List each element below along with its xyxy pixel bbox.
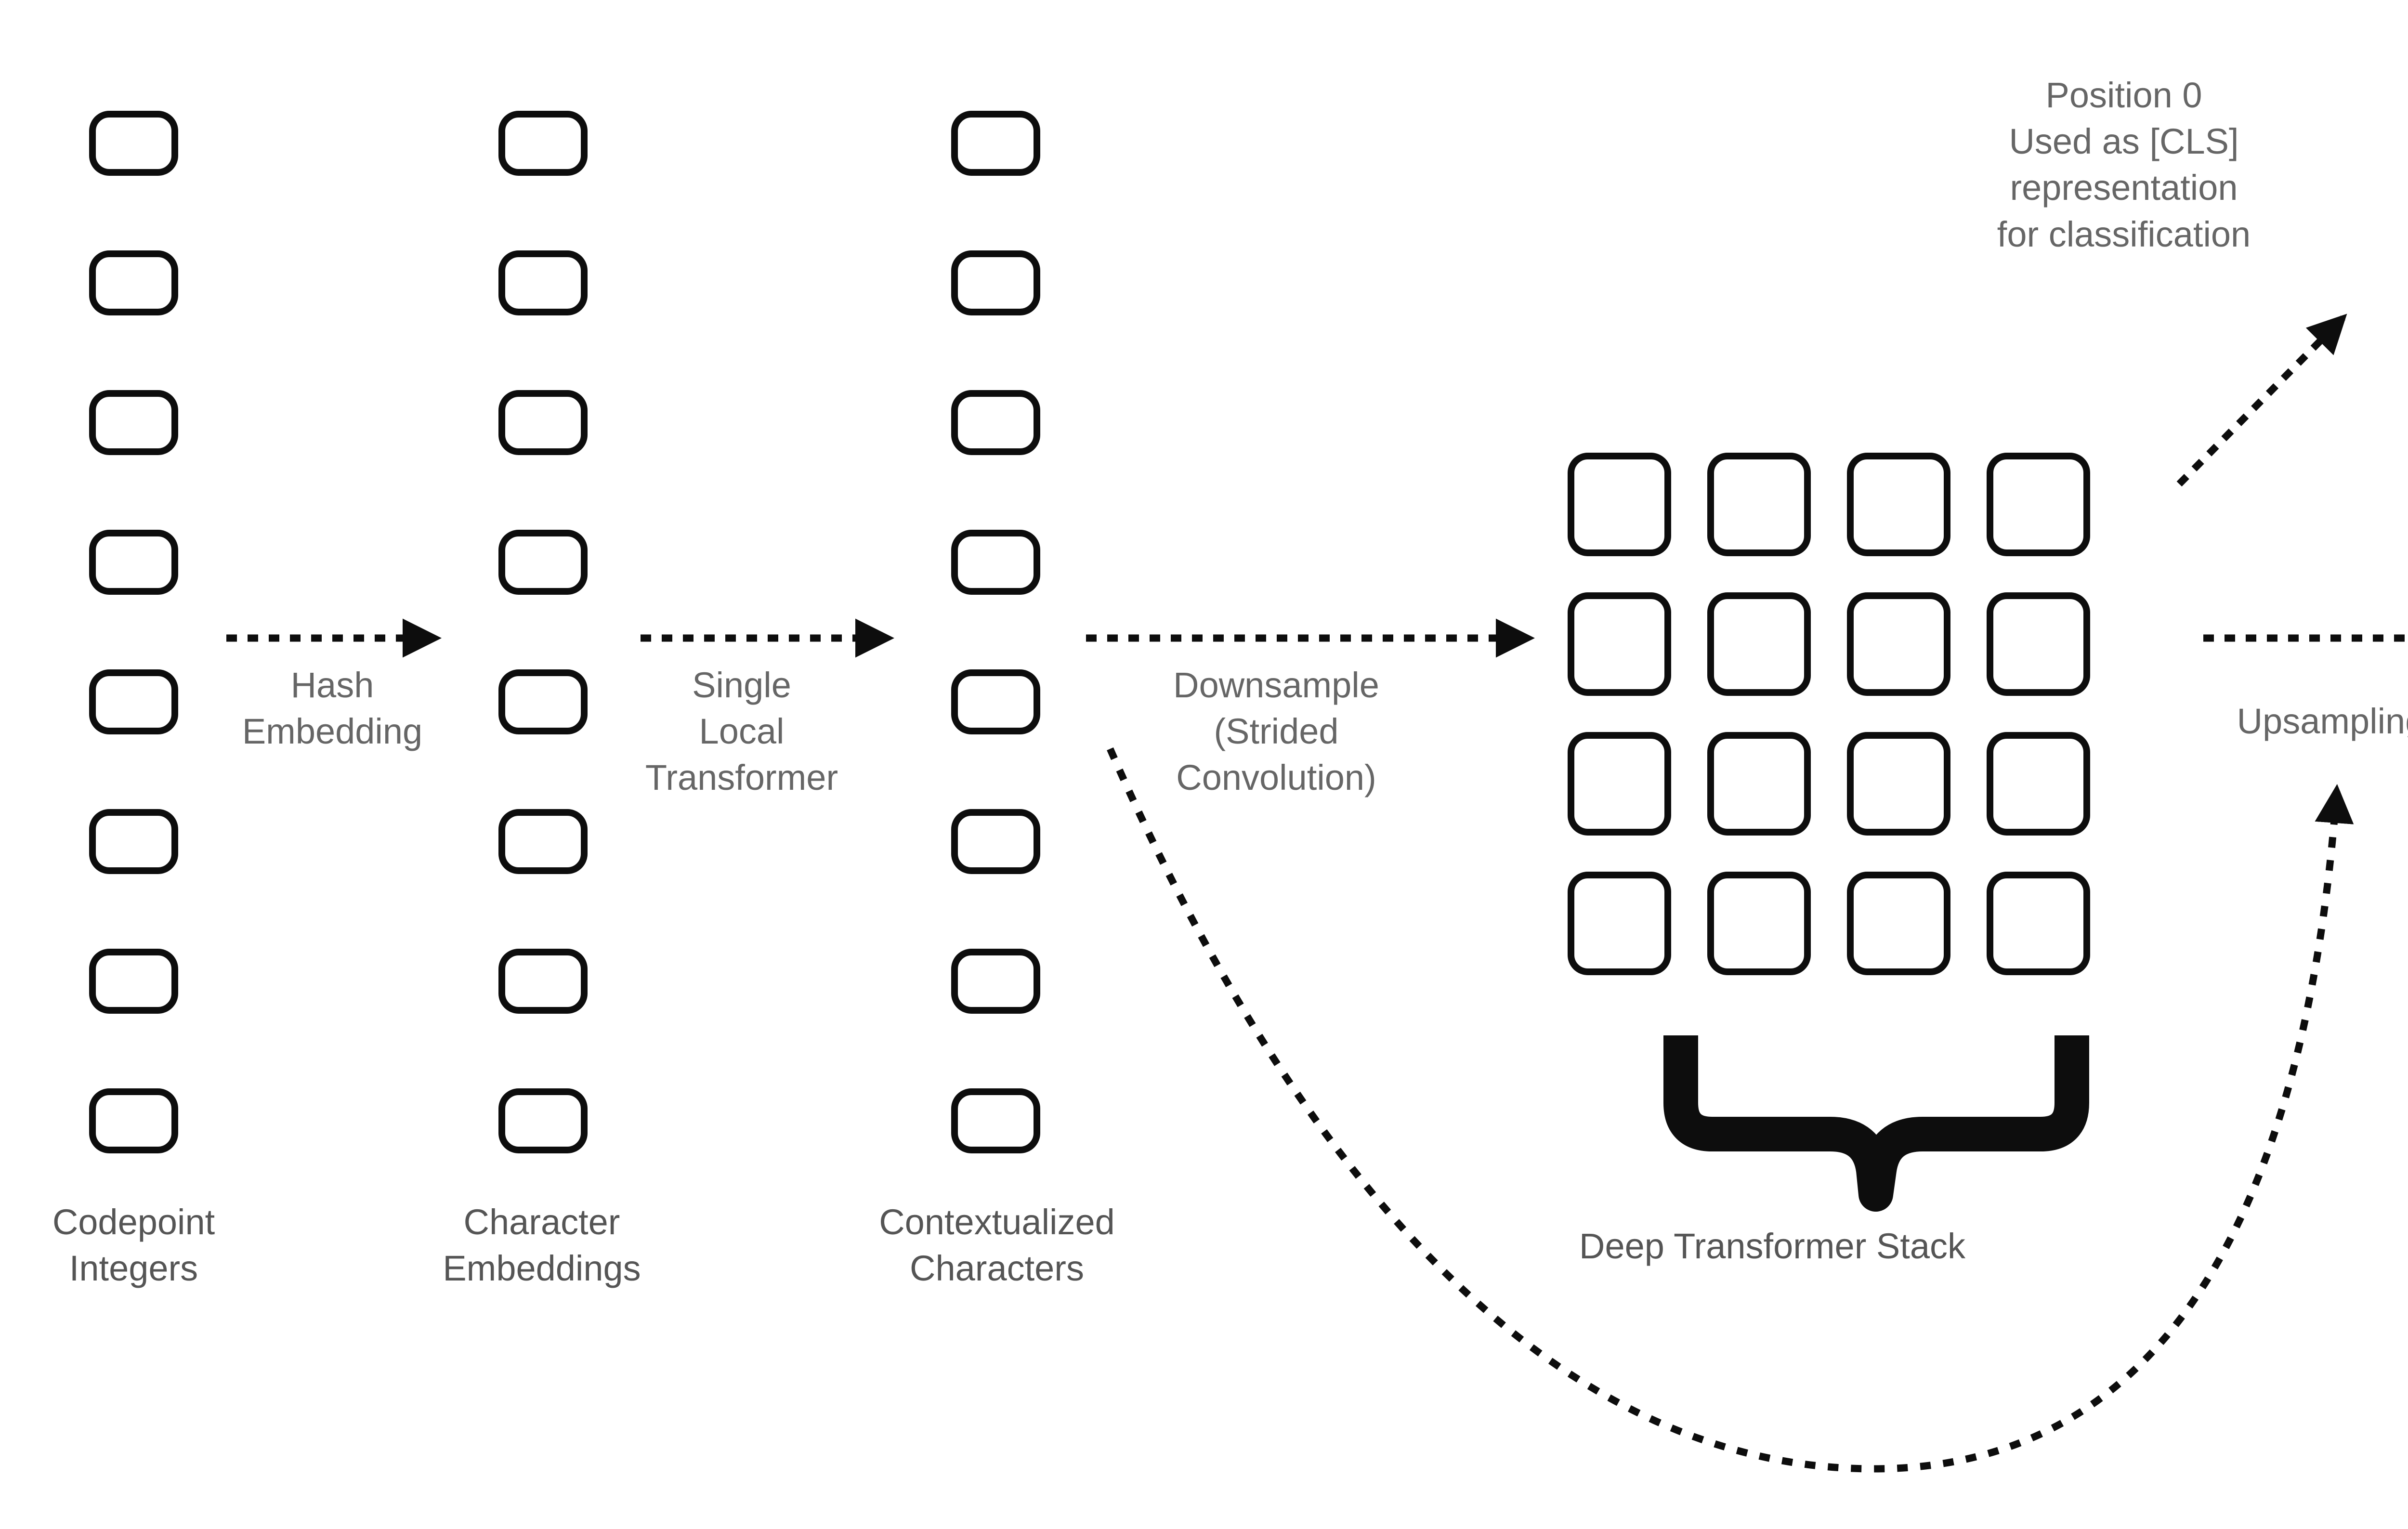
token-box xyxy=(951,949,1040,1014)
token-box xyxy=(951,390,1040,455)
token-box xyxy=(89,1088,178,1153)
arrow-label-single-local-transformer: Single Local Transformer xyxy=(645,665,838,798)
arrow-cls-callout xyxy=(2176,314,2347,487)
stack-cell xyxy=(1568,453,1671,556)
token-box xyxy=(498,669,588,734)
deep-transformer-stack-grid xyxy=(1568,453,2090,975)
token-box xyxy=(89,809,178,874)
stack-cell xyxy=(1987,592,2090,696)
column-label-codepoint-integers: Codepoint Integers xyxy=(52,1202,215,1289)
stack-cell xyxy=(1707,453,1811,556)
arrow-label-upsampling: Upsampling xyxy=(2237,701,2408,741)
stack-cell xyxy=(1987,872,2090,975)
token-box xyxy=(498,530,588,595)
stack-cell xyxy=(1568,592,1671,696)
stack-cell xyxy=(1568,732,1671,836)
stack-cell xyxy=(1707,872,1811,975)
column-label-contextualized-characters: Contextualized Characters xyxy=(879,1202,1115,1289)
column-label-character-embeddings: Character Embeddings xyxy=(443,1202,641,1289)
stack-cell xyxy=(1568,872,1671,975)
stack-cell xyxy=(1847,453,1950,556)
token-box xyxy=(89,669,178,734)
token-box xyxy=(498,949,588,1014)
token-box xyxy=(89,390,178,455)
token-box xyxy=(951,1088,1040,1153)
token-box xyxy=(498,250,588,315)
arrow-label-downsample-strided-convolution: Downsample (Strided Convolution) xyxy=(1173,665,1379,798)
stack-label-deep-transformer-stack: Deep Transformer Stack xyxy=(1579,1226,1965,1266)
token-box xyxy=(951,111,1040,176)
token-box xyxy=(498,1088,588,1153)
arrow-label-hash-embedding: Hash Embedding xyxy=(242,665,423,752)
annotation-cls-position-note: Position 0 Used as [CLS] representation … xyxy=(1997,75,2251,254)
stack-cell xyxy=(1707,592,1811,696)
token-box xyxy=(498,809,588,874)
column-character-embeddings xyxy=(498,111,588,1153)
stack-cell xyxy=(1987,453,2090,556)
deep-stack-brace xyxy=(1663,1035,2089,1212)
token-box xyxy=(951,669,1040,734)
token-box xyxy=(951,250,1040,315)
stack-cell xyxy=(1847,872,1950,975)
column-codepoint-integers xyxy=(89,111,178,1153)
stack-cell xyxy=(1707,732,1811,836)
token-box xyxy=(89,530,178,595)
token-box xyxy=(89,949,178,1014)
token-box xyxy=(951,809,1040,874)
token-box xyxy=(89,111,178,176)
column-contextualized-characters xyxy=(951,111,1040,1153)
token-box xyxy=(498,111,588,176)
token-box xyxy=(89,250,178,315)
token-box xyxy=(498,390,588,455)
stack-cell xyxy=(1987,732,2090,836)
stack-cell xyxy=(1847,592,1950,696)
token-box xyxy=(951,530,1040,595)
stack-cell xyxy=(1847,732,1950,836)
